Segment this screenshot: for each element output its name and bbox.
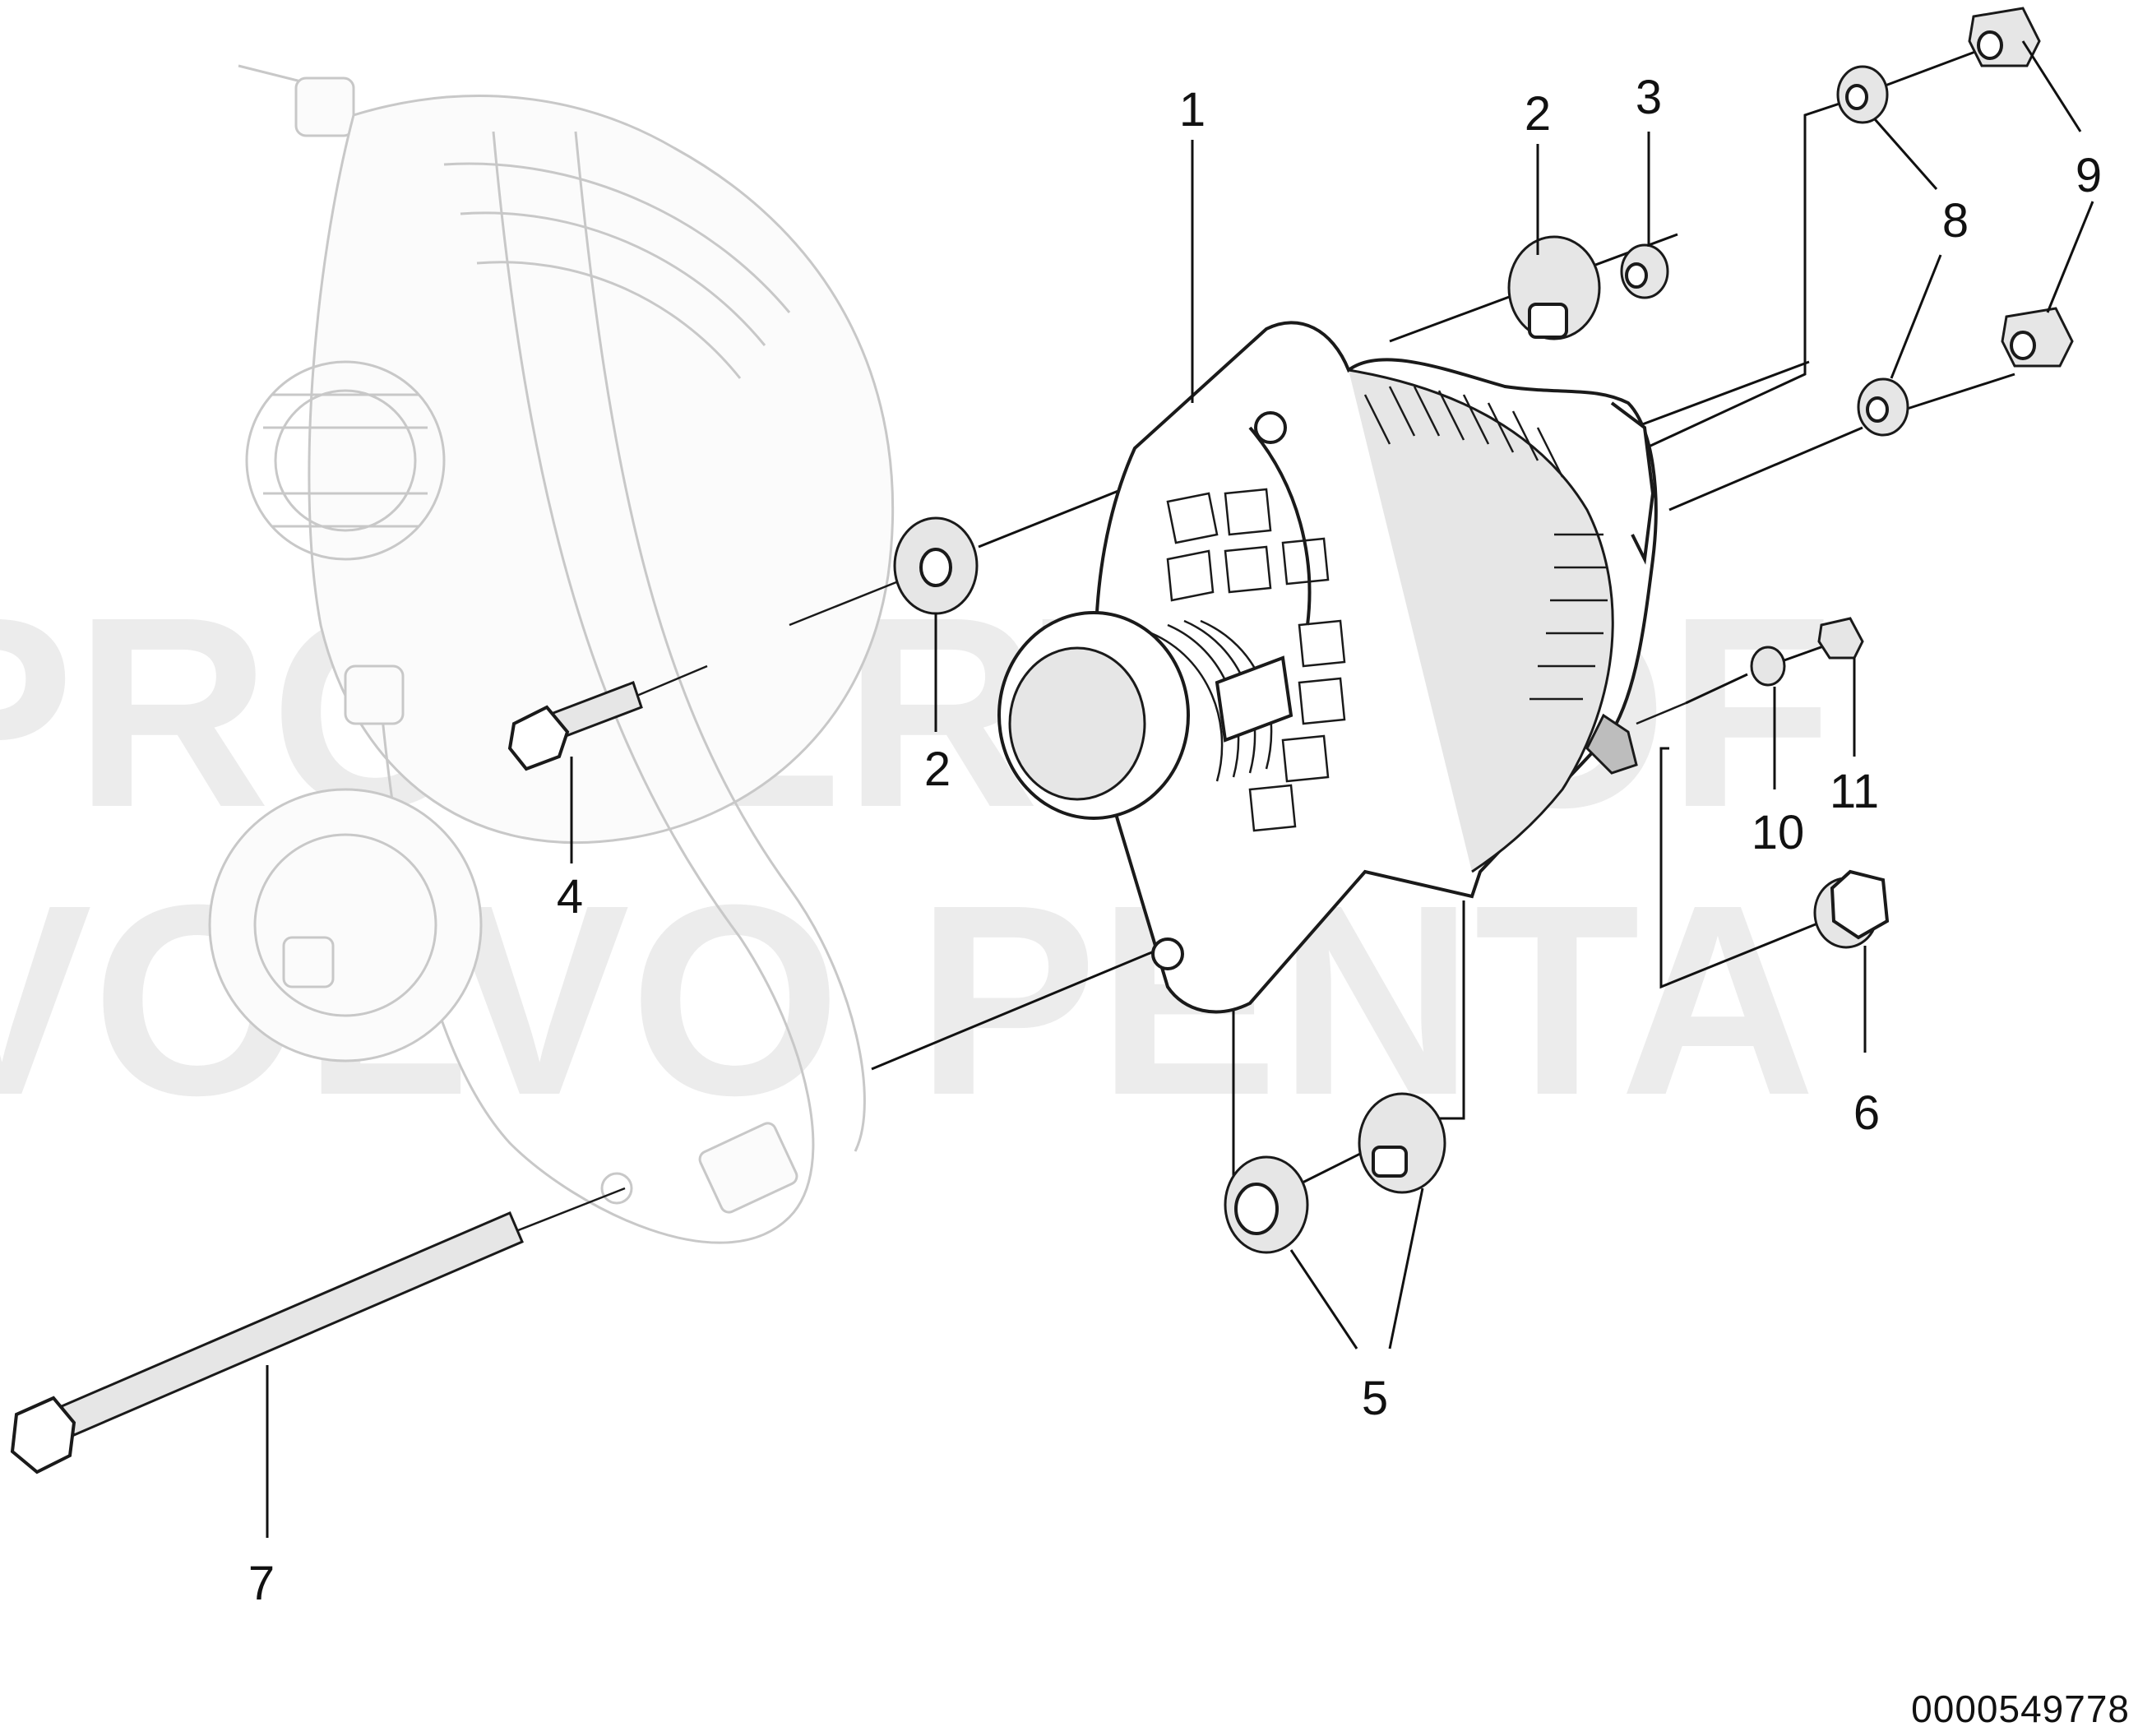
- ghost-bolt-head: [294, 76, 355, 137]
- bushing-3: [1620, 243, 1669, 299]
- callout-leaders: [266, 40, 2094, 1538]
- axis-bushing-5b: [1431, 900, 1465, 1120]
- mount-hole-upper: [1254, 411, 1287, 444]
- bushing-5a-hole: [1234, 1183, 1279, 1235]
- bushing-3-hole: [1625, 262, 1648, 289]
- callout-7: 7: [248, 1557, 275, 1610]
- alternator-fins-top: [1363, 386, 1564, 478]
- bolt-4: [507, 681, 643, 771]
- nut-8a-hole: [1845, 84, 1868, 110]
- bolt-4-head: [507, 705, 570, 771]
- callout-5: 5: [1362, 1372, 1388, 1425]
- bushing-5b-outer: [1358, 1092, 1446, 1194]
- nut-9b: [2001, 307, 2074, 368]
- ghost-bracket-hole: [600, 1172, 633, 1205]
- nut-8b: [1857, 377, 1909, 437]
- callout-9: 9: [2076, 149, 2102, 202]
- pulley-nut: [1215, 655, 1293, 743]
- alternator-terminal-stud: [1636, 701, 1687, 725]
- callout-labels: 1 2 2 3 4 5 6 7 8 9 10 11: [248, 71, 2102, 1610]
- spacer-10: [1750, 646, 1786, 687]
- axis-bolt-4: [628, 664, 708, 701]
- axis-nut-8a: [1636, 93, 1867, 454]
- bushing-5b-hub: [1372, 1146, 1408, 1178]
- nut-8a: [1836, 65, 1889, 124]
- nut-8b-hole: [1866, 396, 1889, 423]
- ghost-pulley-inner: [274, 389, 417, 532]
- ghost-idler-pulley: [208, 788, 483, 1062]
- ghost-idler-rim: [253, 833, 437, 1017]
- axis-bolt-7-front: [871, 944, 1168, 1071]
- alternator: [997, 321, 1687, 1014]
- bushing-5a: [1224, 1155, 1309, 1254]
- bolt-7-shank: [60, 1211, 524, 1437]
- callout-4: 4: [557, 870, 583, 924]
- axis-washer-2-back: [789, 574, 914, 627]
- alternator-terminal: [1585, 713, 1638, 775]
- leader-8b: [1890, 254, 1942, 379]
- bolt-7-head: [10, 1396, 76, 1474]
- axis-nut-8b: [1668, 426, 1863, 512]
- callout-1: 1: [1179, 83, 1206, 137]
- leader-9a: [2021, 40, 2082, 132]
- axis-nut-6: [1659, 747, 1835, 989]
- nut-11: [1817, 617, 1864, 660]
- washer-2-rear-hub: [1528, 303, 1568, 339]
- axis-bolt-7-back: [509, 1187, 626, 1235]
- nut-9a: [1968, 7, 2041, 67]
- ghost-bracket-bolt: [344, 664, 405, 725]
- callout-2b: 2: [1525, 87, 1551, 141]
- ghost-bracket-outer: [377, 131, 815, 1244]
- callout-10: 10: [1752, 806, 1805, 859]
- flange-nut-6: [1813, 869, 1890, 949]
- axis-nut-9a: [1882, 48, 1983, 88]
- mount-hole-lower: [1151, 937, 1184, 970]
- ghost-alternator-assembly: [208, 64, 895, 1244]
- alignment-lines: [509, 48, 2015, 1235]
- ghost-idler-bolt: [282, 936, 335, 988]
- leader-9b: [2046, 201, 2094, 313]
- ghost-fins: [443, 162, 791, 379]
- axis-nut-9b: [1899, 373, 2015, 413]
- alternator-fins-side: [1529, 533, 1608, 701]
- nut-9a-hole: [1977, 30, 2003, 60]
- axis-screw-8a: [1611, 360, 1810, 437]
- callout-8: 8: [1942, 194, 1969, 248]
- callout-11: 11: [1830, 765, 1879, 818]
- alternator-front-rib: [1248, 426, 1312, 626]
- leader-5b: [1388, 1187, 1424, 1349]
- nut-11-body: [1817, 617, 1864, 660]
- ghost-pulley-grooves: [263, 393, 428, 528]
- alternator-rear-cover: [1610, 401, 1655, 565]
- alternator-stator: [1348, 368, 1614, 873]
- washer-2-rear: [1507, 235, 1601, 340]
- leader-8a: [1873, 118, 1938, 190]
- axis-stud-10: [1685, 673, 1748, 705]
- spacer-10-body: [1750, 646, 1786, 687]
- callout-3: 3: [1636, 71, 1662, 124]
- document-number: 0000549778: [1911, 1687, 2130, 1730]
- bolt-7: [10, 1211, 524, 1474]
- pulley-bore: [1008, 646, 1146, 801]
- flange-nut-6-hex: [1830, 869, 1890, 940]
- ghost-alternator-body: [308, 95, 895, 844]
- ghost-pulley-outer: [245, 360, 446, 561]
- ghost-bracket-inner: [574, 131, 866, 1152]
- washer-2-front-hole: [919, 548, 952, 587]
- axis-bushing-5-link: [1298, 1150, 1366, 1186]
- callout-6: 6: [1853, 1086, 1880, 1140]
- ghost-bracket-block: [698, 1122, 798, 1214]
- callout-2a: 2: [924, 743, 951, 796]
- alternator-vent-slots: [1166, 488, 1346, 832]
- washer-2-front: [893, 516, 979, 615]
- bushing-5b: [1358, 1092, 1446, 1194]
- nut-9b-hole: [2010, 331, 2036, 360]
- leader-5a: [1289, 1249, 1358, 1349]
